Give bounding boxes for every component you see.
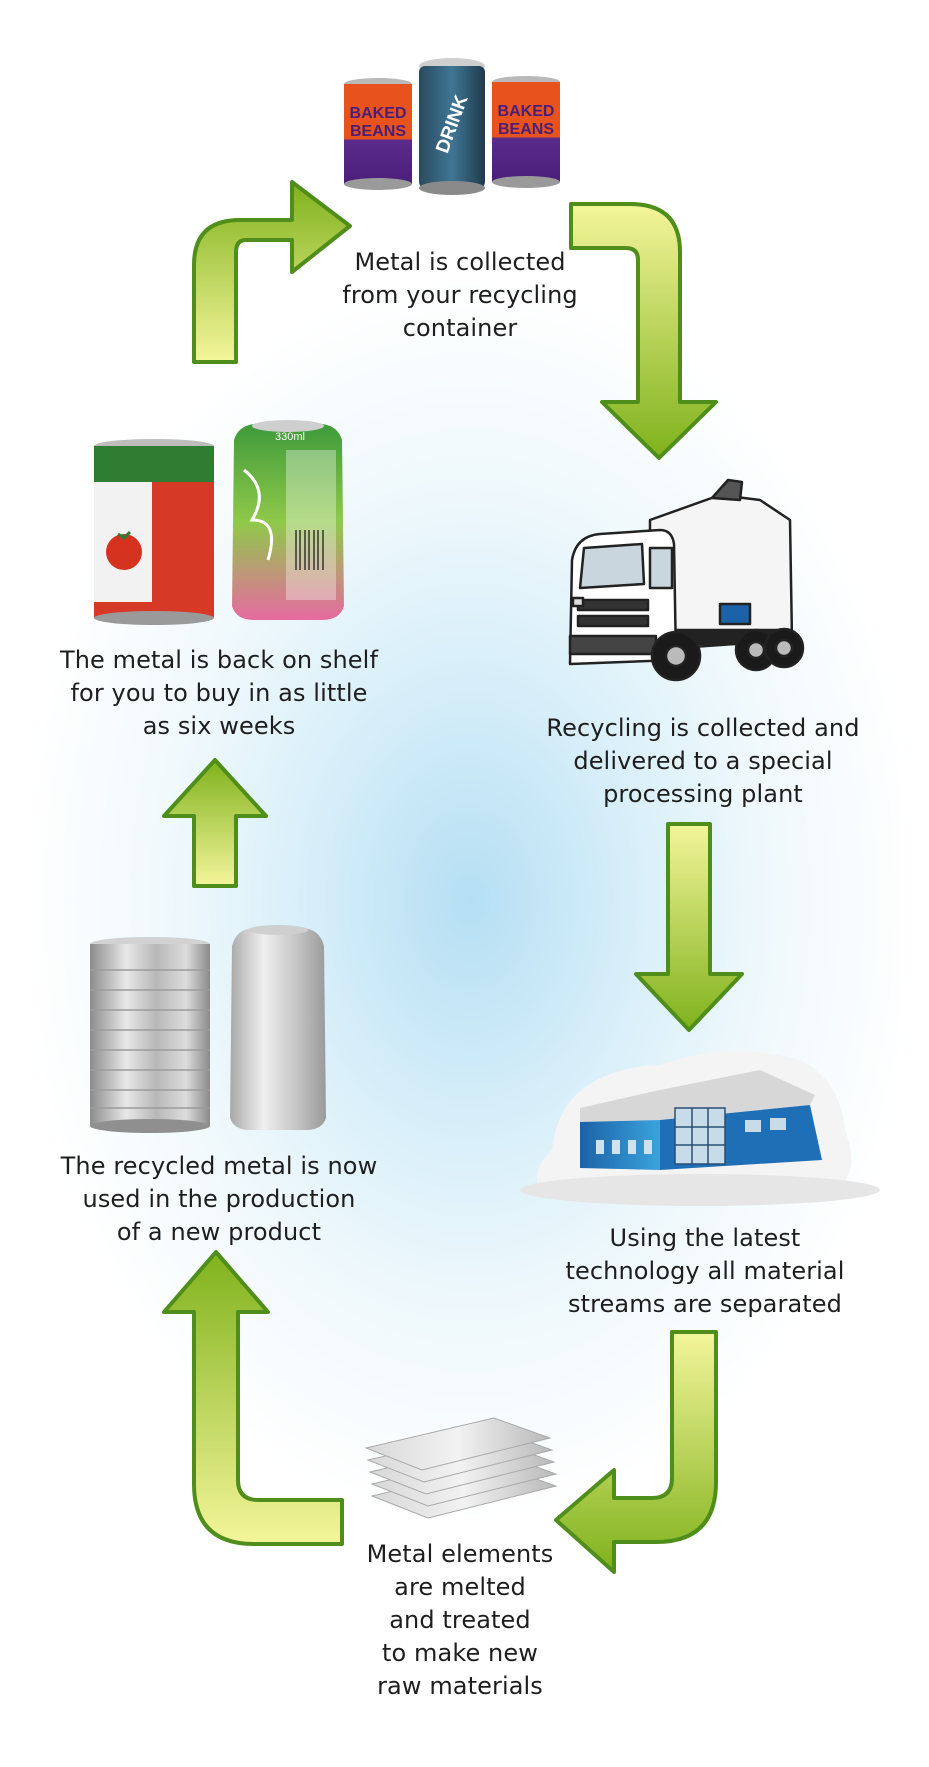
collected-cans-image: BAKED BEANS DRINK BAKED BEANS (344, 58, 560, 195)
caption-streams-separated: Using the latest technology all material… (540, 1222, 870, 1321)
shelf-products-image: 330ml (94, 420, 344, 625)
arrow-truck-to-plant (636, 824, 742, 1030)
processing-plant-image (520, 1051, 880, 1206)
svg-text:BEANS: BEANS (350, 123, 406, 140)
svg-text:BAKED: BAKED (498, 103, 555, 120)
caption-metal-collected: Metal is collected from your recycling c… (300, 246, 620, 345)
caption-recycling-delivered: Recycling is collected and delivered to … (528, 712, 878, 811)
arrow-melt-to-product (164, 1252, 342, 1544)
arrow-plant-to-melt (556, 1332, 716, 1572)
can-label-baked-beans-left: BAKED (350, 105, 407, 122)
recycling-truck-image (570, 480, 803, 680)
caption-metal-melted: Metal elements are melted and treated to… (330, 1538, 590, 1703)
caption-new-product: The recycled metal is now used in the pr… (44, 1150, 394, 1249)
can-label-volume: 330ml (275, 431, 305, 443)
caption-back-on-shelf: The metal is back on shelf for you to bu… (44, 644, 394, 743)
recycled-cans-image (90, 925, 326, 1133)
metal-sheets-image (366, 1418, 556, 1518)
svg-text:BEANS: BEANS (498, 121, 554, 138)
arrow-product-to-shelf (164, 760, 266, 886)
